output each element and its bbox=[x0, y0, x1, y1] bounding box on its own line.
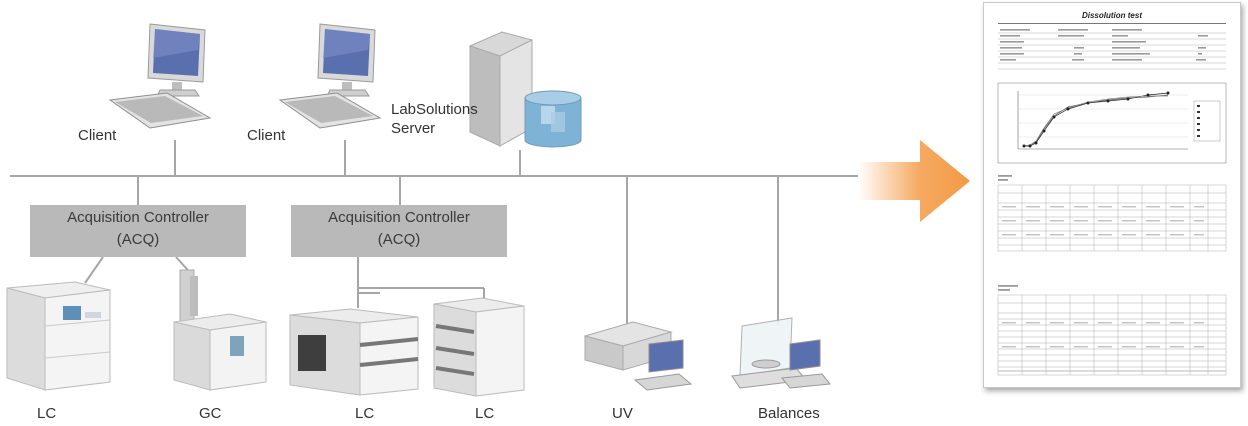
arrow-right-icon bbox=[858, 140, 970, 222]
acquisition-controller-1: Acquisition Controller (ACQ) bbox=[30, 205, 246, 257]
gc-label: GC bbox=[199, 405, 222, 422]
lc2-label: LC bbox=[355, 405, 375, 422]
server-label: LabSolutions Server bbox=[391, 100, 478, 138]
dissolution-report: Dissolution test bbox=[983, 2, 1241, 388]
acq1-subtitle: (ACQ) bbox=[116, 231, 160, 248]
database-icon bbox=[524, 90, 582, 148]
lc2-instrument-icon bbox=[289, 308, 419, 396]
lc3-label: LC bbox=[475, 405, 495, 422]
acquisition-controller-2: Acquisition Controller (ACQ) bbox=[291, 205, 507, 257]
server-label-line1: LabSolutions bbox=[391, 101, 478, 118]
lc3-instrument-icon bbox=[433, 297, 525, 397]
acq1-title: Acquisition Controller bbox=[67, 209, 209, 226]
report-chart bbox=[997, 82, 1227, 164]
uv-instrument-icon bbox=[583, 321, 693, 391]
gc-instrument-icon bbox=[173, 269, 267, 391]
report-header-table bbox=[998, 29, 1226, 70]
balances-instrument-icon bbox=[731, 317, 831, 389]
client1-label: Client bbox=[78, 127, 117, 144]
report-data-tables bbox=[997, 175, 1227, 376]
report-title: Dissolution test bbox=[1081, 11, 1142, 20]
lc1-label: LC bbox=[37, 405, 57, 422]
acq2-subtitle: (ACQ) bbox=[377, 231, 421, 248]
server-label-line2: Server bbox=[391, 120, 436, 137]
client1-computer-icon bbox=[108, 23, 212, 129]
report-rule bbox=[998, 23, 1226, 24]
lc1-instrument-icon bbox=[6, 281, 111, 391]
balances-label: Balances bbox=[758, 405, 820, 422]
acq2-title: Acquisition Controller bbox=[328, 209, 470, 226]
client2-label: Client bbox=[247, 127, 286, 144]
uv-label: UV bbox=[612, 405, 633, 422]
client2-computer-icon bbox=[278, 23, 382, 129]
server-icon bbox=[468, 31, 534, 147]
